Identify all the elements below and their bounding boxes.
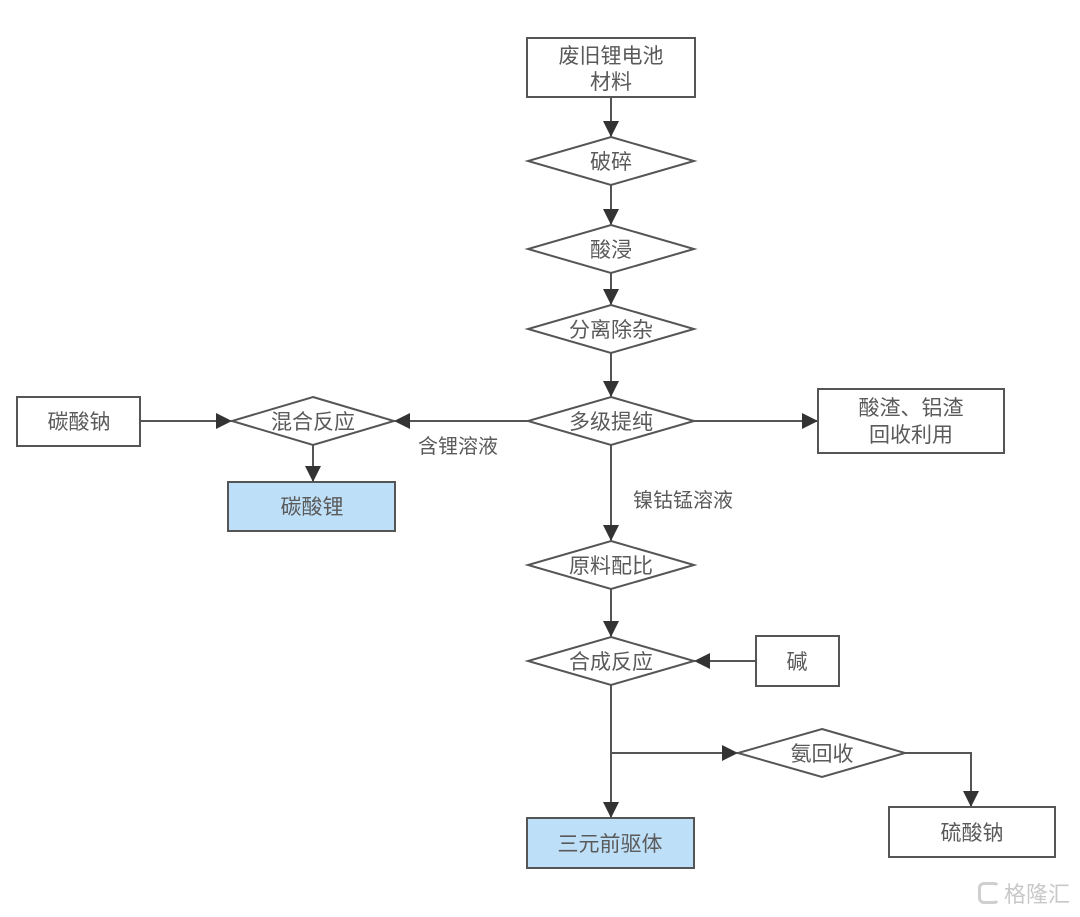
node-acid-leach	[524, 223, 698, 275]
label-sodium-sulfate: 硫酸钠	[941, 821, 1004, 845]
label-separation: 分离除杂	[569, 318, 653, 342]
node-mixing-reaction	[228, 395, 398, 447]
node-labels: 废旧锂电池 材料 破碎 酸浸 分离除杂 多级提纯 碳酸钠 混合反应 碳酸锂 酸渣…	[48, 44, 1004, 856]
label-crushing: 破碎	[590, 150, 632, 174]
edges	[140, 97, 979, 818]
label-sodium-carbonate: 碳酸钠	[48, 410, 111, 434]
node-alkali	[755, 635, 840, 687]
label-waste-battery-line1: 废旧锂电池	[559, 44, 664, 68]
label-mixing-reaction: 混合反应	[271, 410, 355, 434]
node-crushing	[524, 135, 698, 187]
nodes	[16, 37, 1056, 869]
label-waste-battery-line2: 材料	[590, 70, 632, 94]
watermark: 格隆汇	[977, 877, 1070, 909]
node-ratio	[524, 539, 698, 591]
node-synthesis	[524, 635, 698, 687]
watermark-text: 格隆汇	[1003, 883, 1070, 908]
label-ammonia-recovery: 氨回收	[791, 742, 854, 766]
edge-label-nicomn-solution: 镍钴锰溶液	[633, 488, 733, 512]
edge-label-lithium-solution: 含锂溶液	[418, 434, 498, 458]
edge-ammonia-to-sodium-sulfate	[905, 752, 979, 807]
label-ratio: 原料配比	[569, 554, 653, 578]
label-lithium-carbonate: 碳酸锂	[281, 495, 344, 519]
node-ammonia-recovery	[734, 727, 909, 779]
node-purification	[524, 395, 698, 447]
node-waste-battery	[526, 37, 696, 98]
label-acid-slag-line2: 回收利用	[869, 423, 953, 447]
node-lithium-carbonate	[227, 481, 396, 532]
node-sodium-carbonate	[16, 396, 141, 447]
label-precursor: 三元前驱体	[558, 832, 663, 856]
label-alkali: 碱	[787, 650, 808, 674]
node-separation	[524, 303, 698, 355]
node-precursor	[526, 817, 695, 869]
label-synthesis: 合成反应	[569, 650, 653, 674]
node-acid-slag	[817, 388, 1005, 454]
watermark-logo-icon	[977, 882, 1000, 904]
label-acid-slag-line1: 酸渣、铝渣	[859, 396, 964, 420]
label-purification: 多级提纯	[569, 410, 653, 434]
label-acid-leach: 酸浸	[590, 238, 632, 262]
node-sodium-sulfate	[888, 806, 1056, 858]
